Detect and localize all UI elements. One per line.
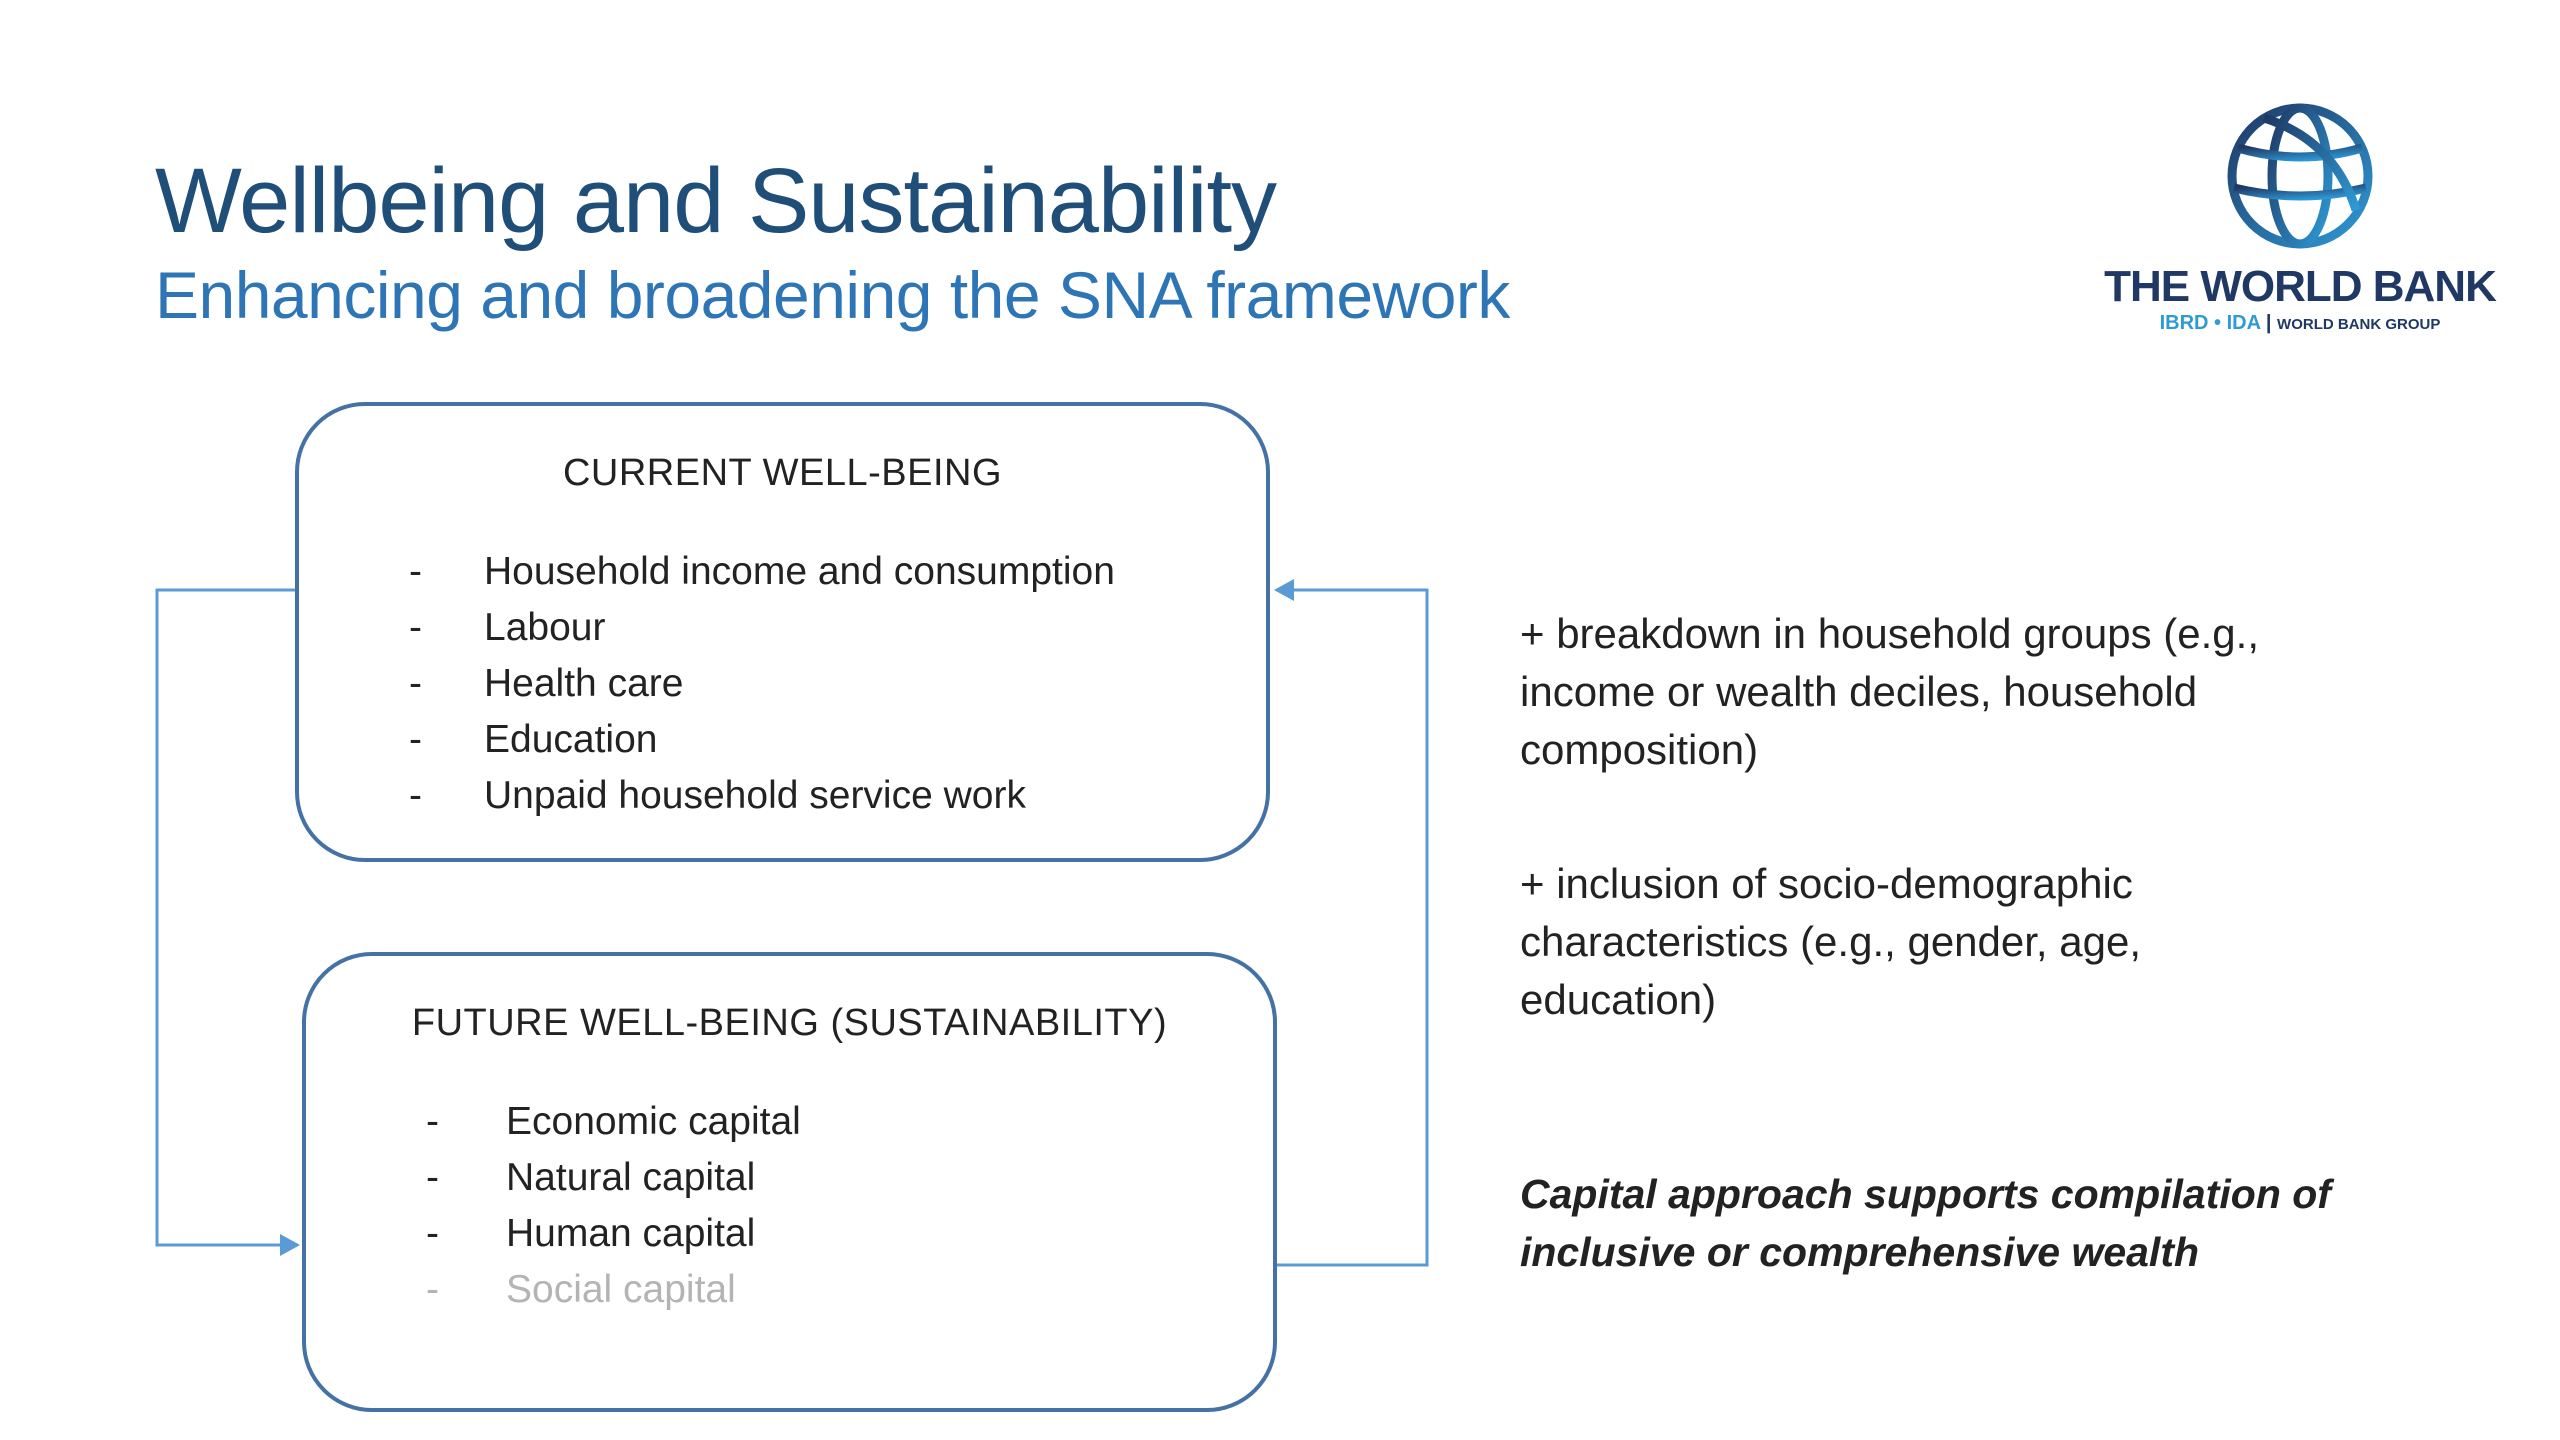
list-item: -Education [409,718,658,761]
list-item: -Household income and consumption [409,550,1115,593]
slide-title: Wellbeing and Sustainability [155,150,1277,252]
arrowhead-to-current [1274,579,1294,601]
current-wellbeing-heading: CURRENT WELL-BEING [562,452,1003,494]
list-item: -Human capital [426,1212,756,1255]
logo-subline: IBRD • IDA | WORLD BANK GROUP [2100,312,2500,335]
list-item-faded: -Social capital [426,1268,736,1311]
list-item: -Health care [409,662,684,705]
future-wellbeing-list: -Economic capital -Natural capital -Huma… [426,1094,801,1318]
logo-group: WORLD BANK GROUP [2277,316,2441,333]
list-item: -Natural capital [426,1156,756,1199]
list-item: -Economic capital [426,1100,801,1143]
logo-separator: | [2265,312,2272,334]
connector-future-to-current [1276,588,1429,1267]
arrowhead-to-future [280,1234,300,1256]
list-item: -Unpaid household service work [409,774,1026,817]
world-bank-logo: THE WORLD BANK IBRD • IDA | WORLD BANK G… [2100,100,2500,340]
connector-current-to-future [155,588,298,1247]
logo-wordmark: THE WORLD BANK [2104,262,2497,311]
list-item: -Labour [409,606,606,649]
slide-subtitle: Enhancing and broadening the SNA framewo… [155,258,1510,332]
future-wellbeing-box: FUTURE WELL-BEING (SUSTAINABILITY) -Econ… [302,952,1277,1412]
current-wellbeing-box: CURRENT WELL-BEING -Household income and… [295,402,1270,862]
note-capital-approach: Capital approach supports compilation of… [1520,1171,2331,1275]
logo-ibrd-ida: IBRD • IDA [2159,312,2261,334]
globe-icon [2227,103,2373,249]
future-wellbeing-heading: FUTURE WELL-BEING (SUSTAINABILITY) [411,1002,1168,1044]
note-socio-demographic: + inclusion of socio-demographic charact… [1520,860,2141,1023]
current-wellbeing-list: -Household income and consumption -Labou… [409,544,1115,824]
note-household-breakdown: + breakdown in household groups (e.g., i… [1520,610,2259,773]
